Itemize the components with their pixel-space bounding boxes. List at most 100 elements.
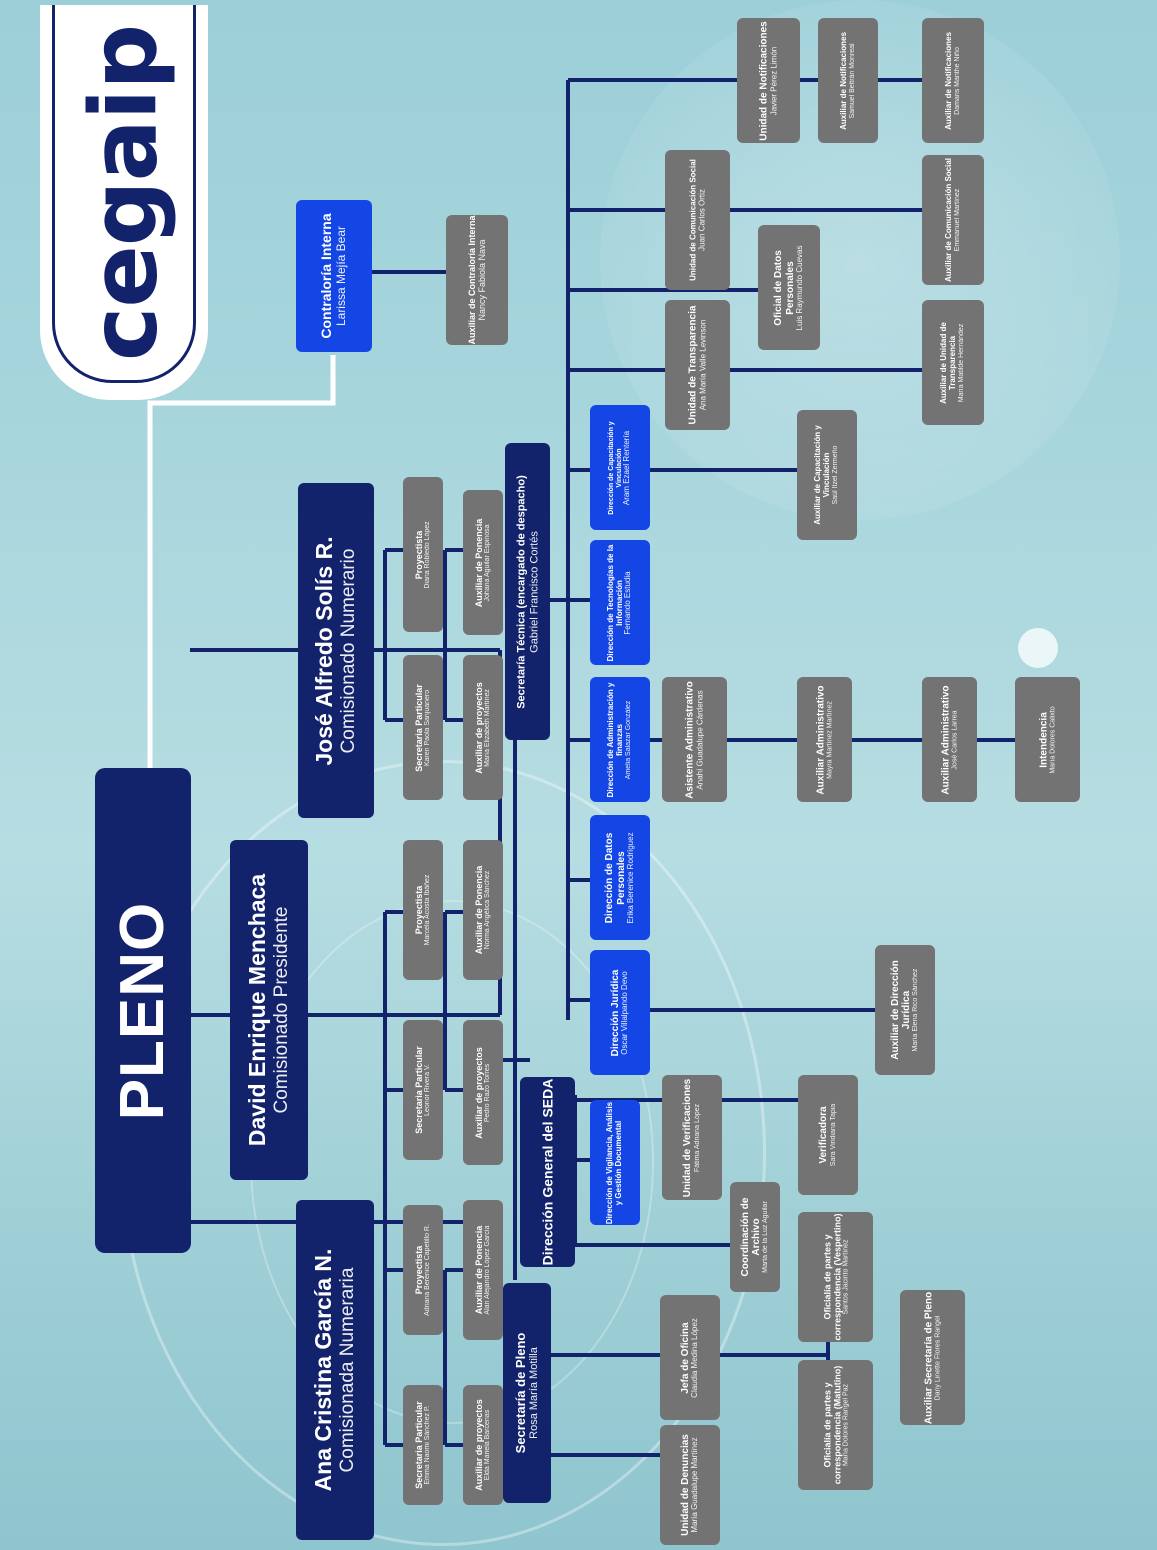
unit-name: Claudia Medina López [690,1317,700,1398]
aux-contraloria-box: Auxiliar de Contraloría Interna Nancy Fa… [446,215,508,345]
staff-name: Diana Robledo López [424,520,432,589]
staff-name: Adriana Berenice Capetillo R. [424,1224,432,1316]
staff-name: Alan Alejandro López García [484,1225,492,1315]
seda-box: Dirección General del SEDA [520,1077,575,1267]
dir-sub-title: Intendencia [1037,711,1049,768]
unit-name: Santos Jacinto Martínez [841,1239,849,1315]
dir-sub-title: Auxiliar de Dirección Jurídica [889,960,913,1060]
direccion-name: Oscar Villalpando Devo [620,970,630,1055]
staff-title: Secretaria Particular [414,1401,425,1489]
unidad-name: Juan Carlos Ortiz [696,189,706,251]
seda-unit-box: Dirección de Vigilancia, Análisis y Gest… [590,1100,640,1225]
commissioner-role: Comisionado Presidente [271,906,293,1114]
staff-name: Marcela Acosta Ibáñez [424,874,432,946]
unidad-name: Samuel Beltrán Monreal [848,42,856,119]
commissioner-name: David Enrique Menchaca [244,873,271,1147]
direccion-box: Dirección de Tecnologías de la Informaci… [590,540,650,665]
contraloria-box: Contraloría Interna Larissa Mejía Bear [296,200,372,352]
staff-title: Auxiliar de Ponencia [474,865,485,955]
dir-sub-name: Anahí Guadalupe Cárdenas [694,689,704,790]
aux-contraloria-title: Auxiliar de Contraloría Interna [466,215,477,345]
dir-sub-name: María Dolores Calixto [1049,705,1057,774]
unidad-title: Auxiliar de Notificaciones [838,31,848,130]
staff-title: Auxiliar de proyectos [474,1399,485,1491]
unit-name: María Guadalupe Martínez [690,1437,700,1533]
dir-sub-title: Auxiliar de Capacitación y Vinculación [813,425,832,525]
staff-name: Pedro Razo Torres [484,1063,492,1122]
seda-unit-title: Dirección de Vigilancia, Análisis y Gest… [605,1101,623,1224]
staff-title: Proyectista [414,530,425,579]
seda-unit-name: Marta de la Luz Aguilar [762,1201,770,1273]
pleno-title: PLENO [108,901,178,1120]
unit-box: Oficialía de partes y correspondencia (V… [798,1212,873,1342]
direccion-title: Dirección de Tecnologías de la Informaci… [605,544,624,661]
secretaria-pleno-name: Rosa María Motilla [528,1347,541,1439]
contraloria-name: Larissa Mejía Bear [334,225,349,327]
unit-name: María Dolores Rangel Paz [841,1383,849,1467]
unidad-name: Ana María Valle Levinson [697,319,707,411]
direccion-title: Dirección de Capacitación y Vinculación [607,420,623,515]
secretaria-tecnica-title: Secretaría Técnica (encargado de despach… [515,474,528,709]
unidad-name: Emmanuel Martínez [953,188,961,252]
staff-name: Emma Naomi Sánchez P. [424,1405,432,1485]
secretaria-tecnica-box: Secretaría Técnica (encargado de despach… [505,443,550,740]
seda-unit-title: Coordinación de Archivo [739,1197,763,1277]
staff-title: Proyectista [414,885,425,935]
direccion-name: Fernando Estudia [623,570,633,635]
dir-sub-title: Auxiliar Administrativo [814,684,826,795]
seda-unit-name: Sara Viridiana Tapia [829,1103,837,1167]
staff-name: Elda Mariela Barcenas [484,1409,492,1481]
contraloria-title: Contraloría Interna [318,213,335,339]
unidad-title: Auxiliar de Unidad de Transparencia [939,321,958,404]
unidad-title: Unidad de Transparencia [687,305,699,425]
dir-sub-name: Saúl Itzel Zermeño [832,445,840,505]
seda-title: Dirección General del SEDA [538,1078,555,1266]
unit-name: Dany Linette Flores Rangel [934,1315,942,1400]
staff-title: Auxiliar de proyectos [474,1046,485,1139]
unidad-name: Luis Raymundo Cuevas [794,245,804,330]
dir-sub-title: Auxiliar Administrativo [939,684,951,795]
unit-box: Oficialía de partes y correspondencia (M… [798,1360,873,1490]
staff-name: Leonor Rivera V. [424,1064,432,1116]
staff-name: María Elizabeth Martínez [484,688,492,767]
unit-title: Oficialía de partes y correspondencia (V… [821,1213,842,1341]
unidad-title: Unidad de Notificaciones [758,20,770,141]
staff-name: Johana Aguilar Espinosa [484,523,492,602]
dir-sub-name: José Carlos Larrea [951,709,959,770]
staff-title: Auxiliar de Ponencia [474,518,485,607]
commissioner-david: David Enrique Menchaca Comisionado Presi… [230,840,308,1180]
direccion-title: Dirección de Administración y finanzas [606,682,625,797]
staff-name: Karen Paola Sanjuanero [424,689,432,766]
unit-title: Oficialía de partes y correspondencia (M… [821,1365,842,1485]
direccion-title: Dirección de Datos Personales [604,832,627,923]
dir-sub-name: Mayra Martínez Martínez [826,700,834,779]
commissioner-role: Comisionada Numeraria [337,1267,359,1473]
